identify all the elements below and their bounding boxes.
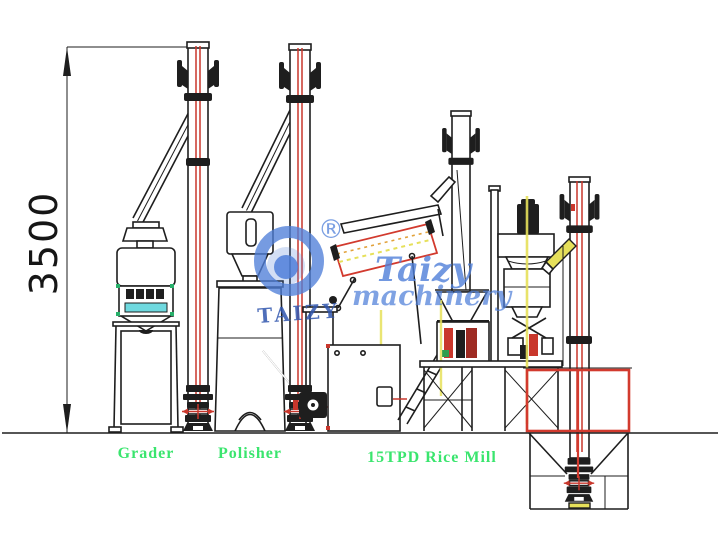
arrowhead-down-icon bbox=[63, 404, 71, 433]
rice-mill-label: 15TPD Rice Mill bbox=[367, 449, 497, 466]
grader-label: Grader bbox=[118, 445, 175, 462]
machine-labels: Grader Polisher 15TPD Rice Mill bbox=[118, 445, 497, 466]
paddy-hopper bbox=[523, 367, 632, 510]
arrowhead-up-icon bbox=[63, 47, 71, 76]
separator-screen-tray bbox=[332, 222, 439, 278]
registered-trademark-icon: ® bbox=[318, 215, 344, 245]
elevator-1 bbox=[177, 41, 219, 432]
rice-huller-section bbox=[419, 110, 563, 431]
watermark-brand-line1: Taizy bbox=[375, 250, 473, 290]
logo-wordmark: TAIZY bbox=[257, 298, 341, 328]
destoner-machine bbox=[497, 196, 555, 424]
height-dimension-annotation: 3500 bbox=[22, 46, 190, 433]
elevator-3 bbox=[540, 176, 600, 503]
taizy-logo-core-icon bbox=[274, 255, 298, 279]
watermark: ® Taizy machinery TAIZY bbox=[254, 215, 513, 328]
height-dimension-label: 3500 bbox=[22, 191, 66, 296]
taizy-logo-ring-icon bbox=[254, 226, 324, 296]
elevator-spout bbox=[429, 175, 457, 204]
watermark-brand-line2: machinery bbox=[352, 281, 513, 312]
polisher-label: Polisher bbox=[218, 445, 282, 462]
separator-cabinet bbox=[327, 344, 401, 432]
grader-machine bbox=[108, 107, 201, 433]
